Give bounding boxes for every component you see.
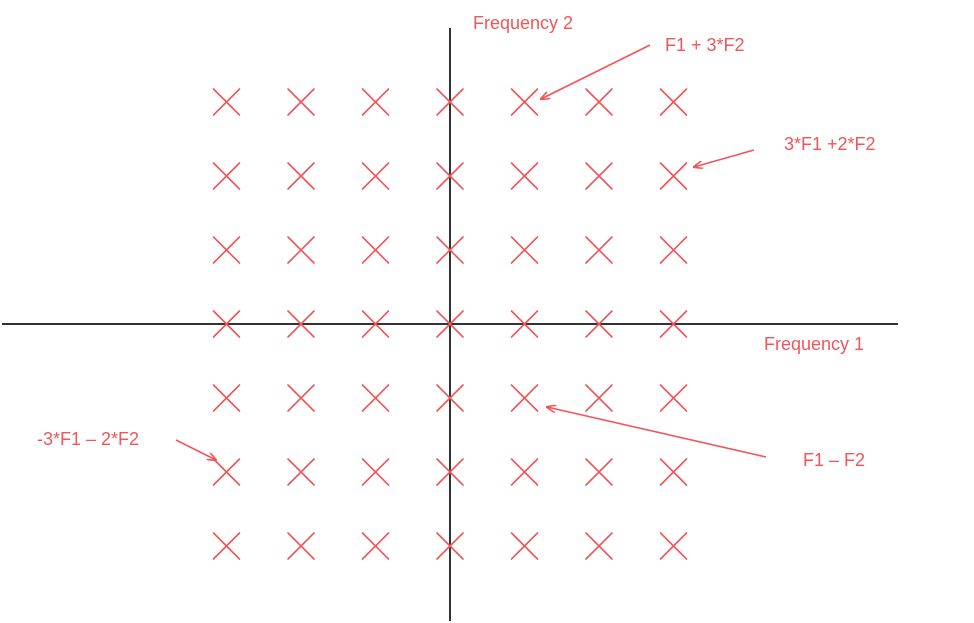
x-mark bbox=[659, 458, 688, 486]
x-mark bbox=[585, 310, 613, 338]
x-mark bbox=[510, 458, 539, 486]
arrow-neg3f1-minus-2f2 bbox=[175, 439, 216, 460]
x-mark bbox=[212, 532, 241, 560]
x-mark bbox=[659, 310, 688, 338]
annotation-f1-plus-3f2: F1 + 3*F2 bbox=[665, 35, 745, 55]
x-mark bbox=[436, 458, 464, 486]
arrow-3f1-plus-2f2 bbox=[694, 149, 755, 167]
x-mark bbox=[510, 162, 539, 190]
arrow-f1-plus-3f2 bbox=[541, 44, 651, 99]
x-mark bbox=[287, 384, 315, 412]
x-mark bbox=[287, 532, 315, 560]
frequency-1-axis-label: Frequency 1 bbox=[764, 334, 864, 354]
x-mark bbox=[212, 458, 241, 486]
x-mark bbox=[510, 532, 539, 560]
x-mark bbox=[585, 532, 613, 560]
x-mark bbox=[659, 236, 688, 264]
x-mark bbox=[436, 310, 464, 338]
x-mark bbox=[510, 88, 539, 116]
x-mark bbox=[361, 532, 390, 560]
x-mark bbox=[287, 236, 315, 264]
annotation-3f1-plus-2f2: 3*F1 +2*F2 bbox=[784, 134, 876, 154]
frequency-2-axis-label: Frequency 2 bbox=[473, 13, 573, 33]
annotation-f1-minus-f2: F1 – F2 bbox=[803, 450, 865, 470]
x-mark bbox=[585, 384, 613, 412]
x-mark bbox=[436, 162, 464, 190]
x-mark bbox=[585, 458, 613, 486]
x-mark bbox=[212, 162, 241, 190]
x-mark bbox=[510, 384, 539, 412]
x-mark bbox=[212, 310, 241, 338]
x-mark bbox=[212, 384, 241, 412]
x-mark bbox=[585, 236, 613, 264]
x-mark bbox=[659, 88, 688, 116]
x-mark bbox=[361, 458, 390, 486]
x-mark bbox=[659, 162, 688, 190]
x-mark bbox=[361, 162, 390, 190]
x-mark bbox=[361, 310, 390, 338]
x-mark bbox=[287, 162, 315, 190]
x-mark bbox=[287, 88, 315, 116]
annotation-neg3f1-minus-2f2: -3*F1 – 2*F2 bbox=[37, 429, 139, 449]
x-mark bbox=[212, 88, 241, 116]
arrow-f1-minus-f2 bbox=[547, 407, 767, 458]
x-mark bbox=[510, 310, 539, 338]
annotation-arrows bbox=[175, 44, 767, 460]
x-mark bbox=[436, 384, 464, 412]
x-mark bbox=[585, 162, 613, 190]
mixing-product-markers bbox=[212, 88, 688, 560]
x-mark bbox=[287, 458, 315, 486]
x-mark bbox=[585, 88, 613, 116]
x-mark bbox=[659, 532, 688, 560]
x-mark bbox=[510, 236, 539, 264]
x-mark bbox=[436, 236, 464, 264]
x-mark bbox=[659, 384, 688, 412]
x-mark bbox=[361, 88, 390, 116]
x-mark bbox=[361, 236, 390, 264]
x-mark bbox=[287, 310, 315, 338]
x-mark bbox=[361, 384, 390, 412]
x-mark bbox=[212, 236, 241, 264]
x-mark bbox=[436, 88, 464, 116]
x-mark bbox=[436, 532, 464, 560]
